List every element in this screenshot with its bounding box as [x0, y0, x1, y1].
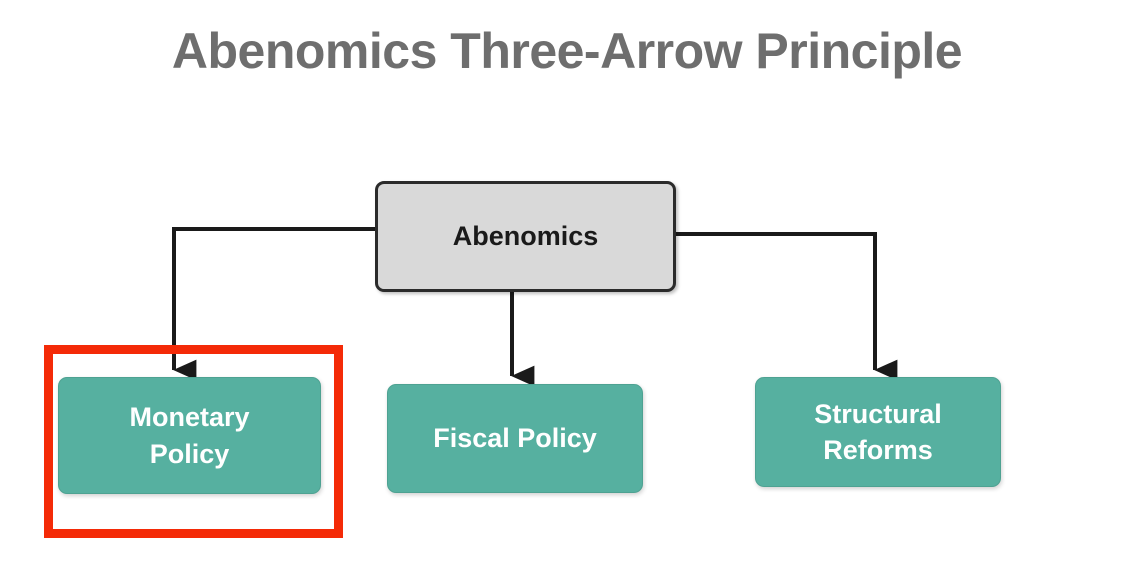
node-abenomics-label: Abenomics: [452, 221, 599, 252]
node-monetary-policy-label: Monetary Policy: [129, 399, 249, 472]
node-fiscal-policy-label: Fiscal Policy: [433, 423, 597, 454]
node-structural-reforms[interactable]: Structural Reforms: [755, 377, 1001, 487]
page-title: Abenomics Three-Arrow Principle: [171, 23, 963, 79]
node-fiscal-policy[interactable]: Fiscal Policy: [387, 384, 643, 493]
highlight-annotation-monetary-policy: [44, 345, 343, 538]
node-structural-reforms-label-line2: Reforms: [823, 435, 933, 465]
node-abenomics[interactable]: Abenomics: [375, 181, 676, 292]
node-monetary-policy-label-line1: Monetary: [129, 402, 250, 433]
node-structural-reforms-label-line1: Structural: [814, 398, 942, 429]
node-structural-reforms-label: Structural Reforms: [814, 396, 942, 469]
connector-to-structural-reforms: [676, 232, 898, 381]
node-monetary-policy[interactable]: Monetary Policy: [58, 377, 321, 494]
node-monetary-policy-label-line2: Policy: [149, 438, 230, 469]
